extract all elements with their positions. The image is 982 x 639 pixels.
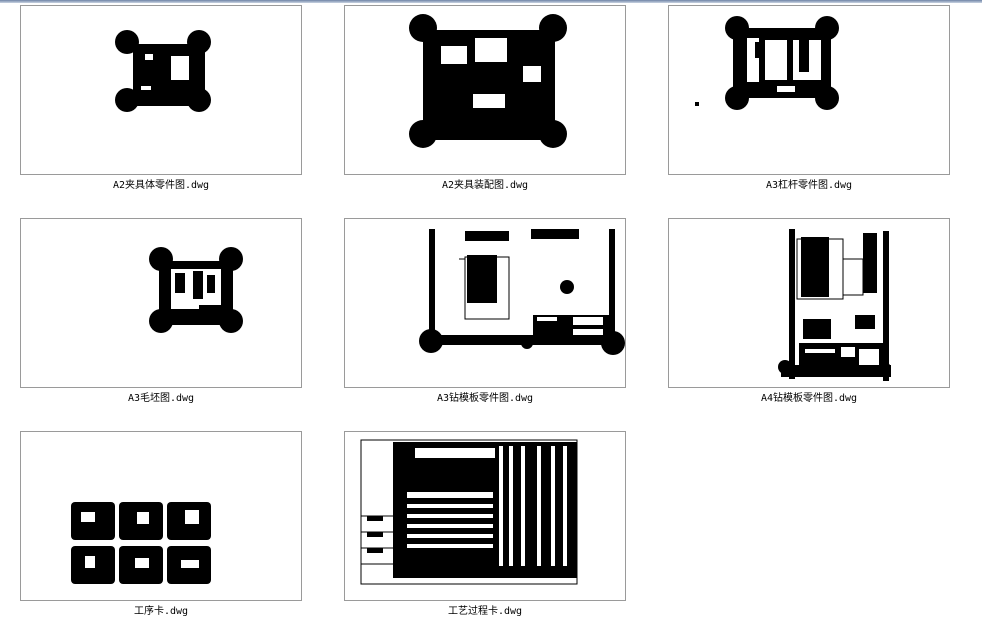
dwg-thumbnail-icon (695, 16, 839, 110)
dwg-thumbnail-icon (409, 14, 567, 148)
file-name[interactable]: A2夹具装配图.dwg (441, 180, 529, 191)
drawing-thumbnail[interactable] (20, 5, 302, 175)
file-name[interactable]: A3杠杆零件图.dwg (765, 180, 853, 191)
dwg-thumbnail-icon (778, 229, 891, 381)
dwg-thumbnail-icon (419, 229, 625, 355)
drawing-thumbnail[interactable] (668, 5, 950, 175)
file-item[interactable]: 工序卡.dwg (20, 431, 302, 619)
file-item[interactable]: A3杠杆零件图.dwg (668, 5, 950, 193)
file-name[interactable]: A3钻模板零件图.dwg (436, 393, 534, 404)
file-item[interactable]: A2夹具体零件图.dwg (20, 5, 302, 193)
window-top-border (0, 0, 982, 3)
drawing-thumbnail[interactable] (344, 431, 626, 601)
file-name[interactable]: A4钻模板零件图.dwg (760, 393, 858, 404)
file-name[interactable]: A2夹具体零件图.dwg (112, 180, 210, 191)
file-item[interactable]: A3毛坯图.dwg (20, 218, 302, 406)
file-item[interactable]: A2夹具装配图.dwg (344, 5, 626, 193)
dwg-thumbnail-icon (71, 502, 211, 584)
drawing-thumbnail[interactable] (344, 5, 626, 175)
drawing-thumbnail[interactable] (344, 218, 626, 388)
dwg-thumbnail-icon (115, 30, 211, 112)
drawing-thumbnail[interactable] (20, 431, 302, 601)
file-name[interactable]: A3毛坯图.dwg (127, 393, 195, 404)
drawing-thumbnail[interactable] (20, 218, 302, 388)
dwg-thumbnail-icon (149, 247, 243, 333)
file-item[interactable]: A3钻模板零件图.dwg (344, 218, 626, 406)
file-name[interactable]: 工序卡.dwg (133, 606, 189, 617)
file-item[interactable]: A4钻模板零件图.dwg (668, 218, 950, 406)
file-item[interactable]: 工艺过程卡.dwg (344, 431, 626, 619)
dwg-thumbnail-icon (360, 439, 578, 585)
file-name[interactable]: 工艺过程卡.dwg (447, 606, 523, 617)
drawing-thumbnail[interactable] (668, 218, 950, 388)
